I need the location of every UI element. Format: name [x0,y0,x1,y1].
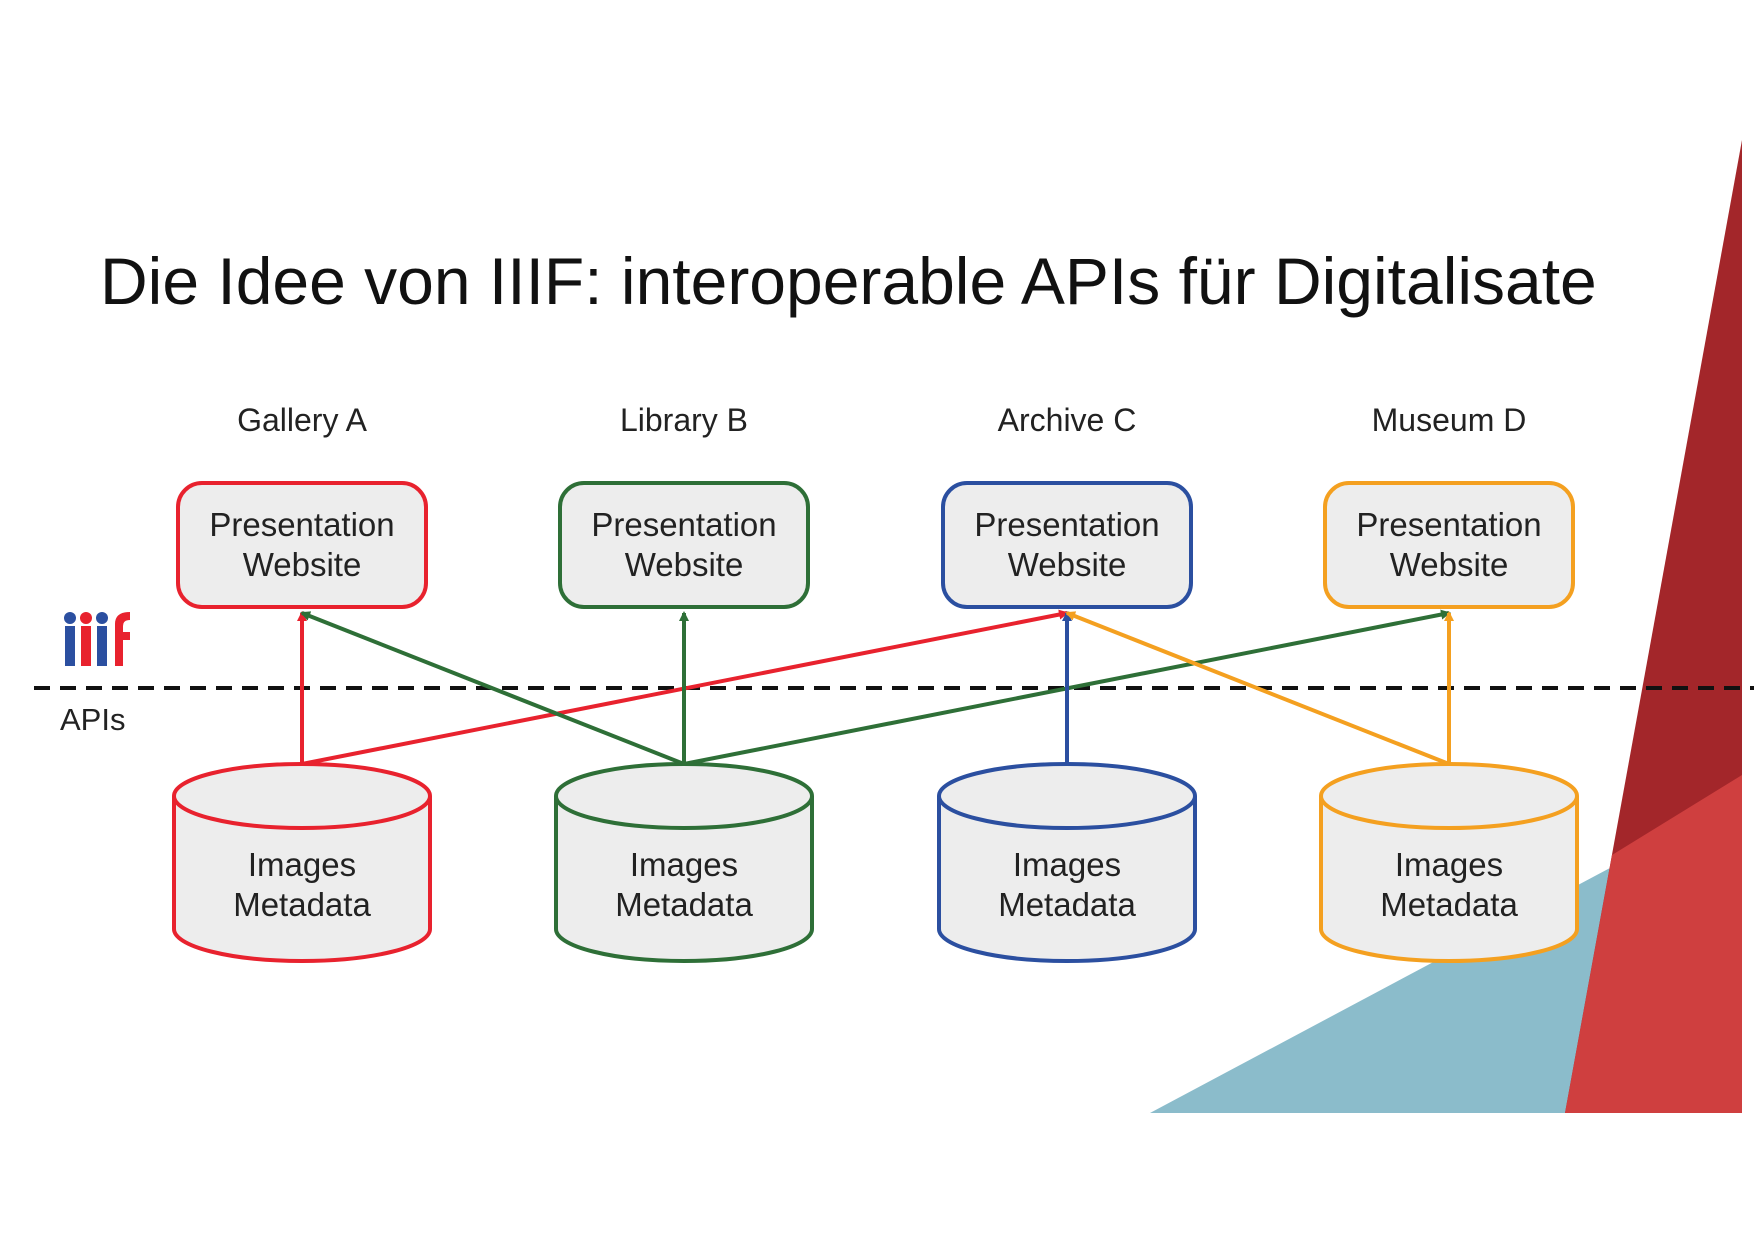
institution-label-museum-d: Museum D [1371,402,1527,438]
slide-title: Die Idee von IIIF: interoperable APIs fü… [100,244,1597,318]
presentation-box-gallery-a: Presentation Website [176,481,428,609]
storage-line2: Metadata [233,886,371,923]
database-label-museum-d: Images Metadata [1321,845,1577,925]
presentation-line1: Presentation [209,506,395,543]
presentation-line2: Website [1007,546,1127,583]
institution-label-gallery-a: Gallery A [237,402,367,438]
connection-arrow [300,611,685,766]
storage-line2: Metadata [998,886,1136,923]
presentation-line2: Website [242,546,362,583]
storage-line2: Metadata [1380,886,1518,923]
institution-label-archive-c: Archive C [997,402,1137,438]
database-archive-c [937,762,1197,963]
storage-line1: Images [1012,846,1122,883]
presentation-box-museum-d: Presentation Website [1323,481,1575,609]
database-museum-d [1319,762,1579,963]
presentation-line2: Website [1389,546,1509,583]
presentation-line1: Presentation [1356,506,1542,543]
presentation-box-library-b: Presentation Website [558,481,810,609]
presentation-box-archive-c: Presentation Website [941,481,1193,609]
presentation-line1: Presentation [974,506,1160,543]
database-label-archive-c: Images Metadata [939,845,1195,925]
iiif-logo-icon [64,612,130,666]
institution-label-library-b: Library B [619,402,749,438]
storage-line1: Images [247,846,357,883]
database-label-gallery-a: Images Metadata [174,845,430,925]
database-library-b [554,762,814,963]
database-label-library-b: Images Metadata [556,845,812,925]
apis-label: APIs [60,702,126,737]
connection-arrow [1065,611,1450,766]
storage-line1: Images [629,846,739,883]
storage-line2: Metadata [615,886,753,923]
presentation-line1: Presentation [591,506,777,543]
storage-line1: Images [1394,846,1504,883]
database-gallery-a [172,762,432,963]
presentation-line2: Website [624,546,744,583]
red-wedge [1565,775,1742,1113]
